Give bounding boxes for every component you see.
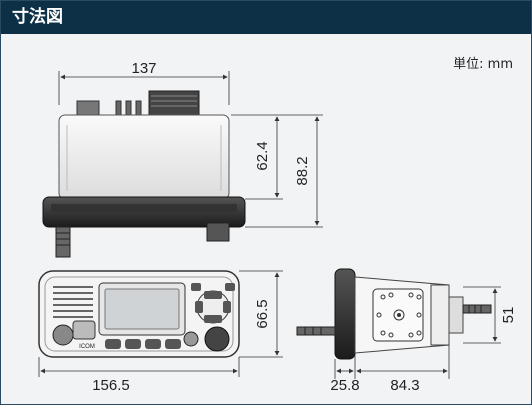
dim-84-3-label: 84.3 (390, 377, 419, 394)
dim-156-5-label: 156.5 (92, 377, 130, 394)
front-view-radio: ICOM (38, 270, 240, 358)
dim-51-label: 51 (500, 307, 517, 324)
dim-25-8-label: 25.8 (330, 377, 359, 394)
dimension-inner-height: 62.4 (231, 114, 283, 200)
dimension-side-height: 51 (463, 286, 517, 344)
side-view-radio (296, 268, 492, 360)
dimension-top-width: 137 (58, 60, 230, 105)
unit-label: 単位: mm (453, 57, 513, 72)
diagram-title: 寸法図 (1, 1, 531, 34)
dim-88-2-label: 88.2 (294, 156, 311, 185)
dim-137-label: 137 (131, 60, 156, 77)
drawing-canvas: 137 62.4 88.2 (38, 60, 517, 394)
dimension-side-depth: 25.8 84.3 (330, 345, 450, 394)
top-view-radio (42, 90, 246, 258)
front-logo-text: ICOM (79, 344, 95, 350)
dim-62-4-label: 62.4 (254, 141, 271, 170)
dimension-front-height: 66.5 (239, 270, 283, 358)
dimension-front-width: 156.5 (38, 357, 240, 394)
dim-66-5-label: 66.5 (254, 299, 271, 328)
dimension-total-height: 88.2 (245, 114, 323, 228)
